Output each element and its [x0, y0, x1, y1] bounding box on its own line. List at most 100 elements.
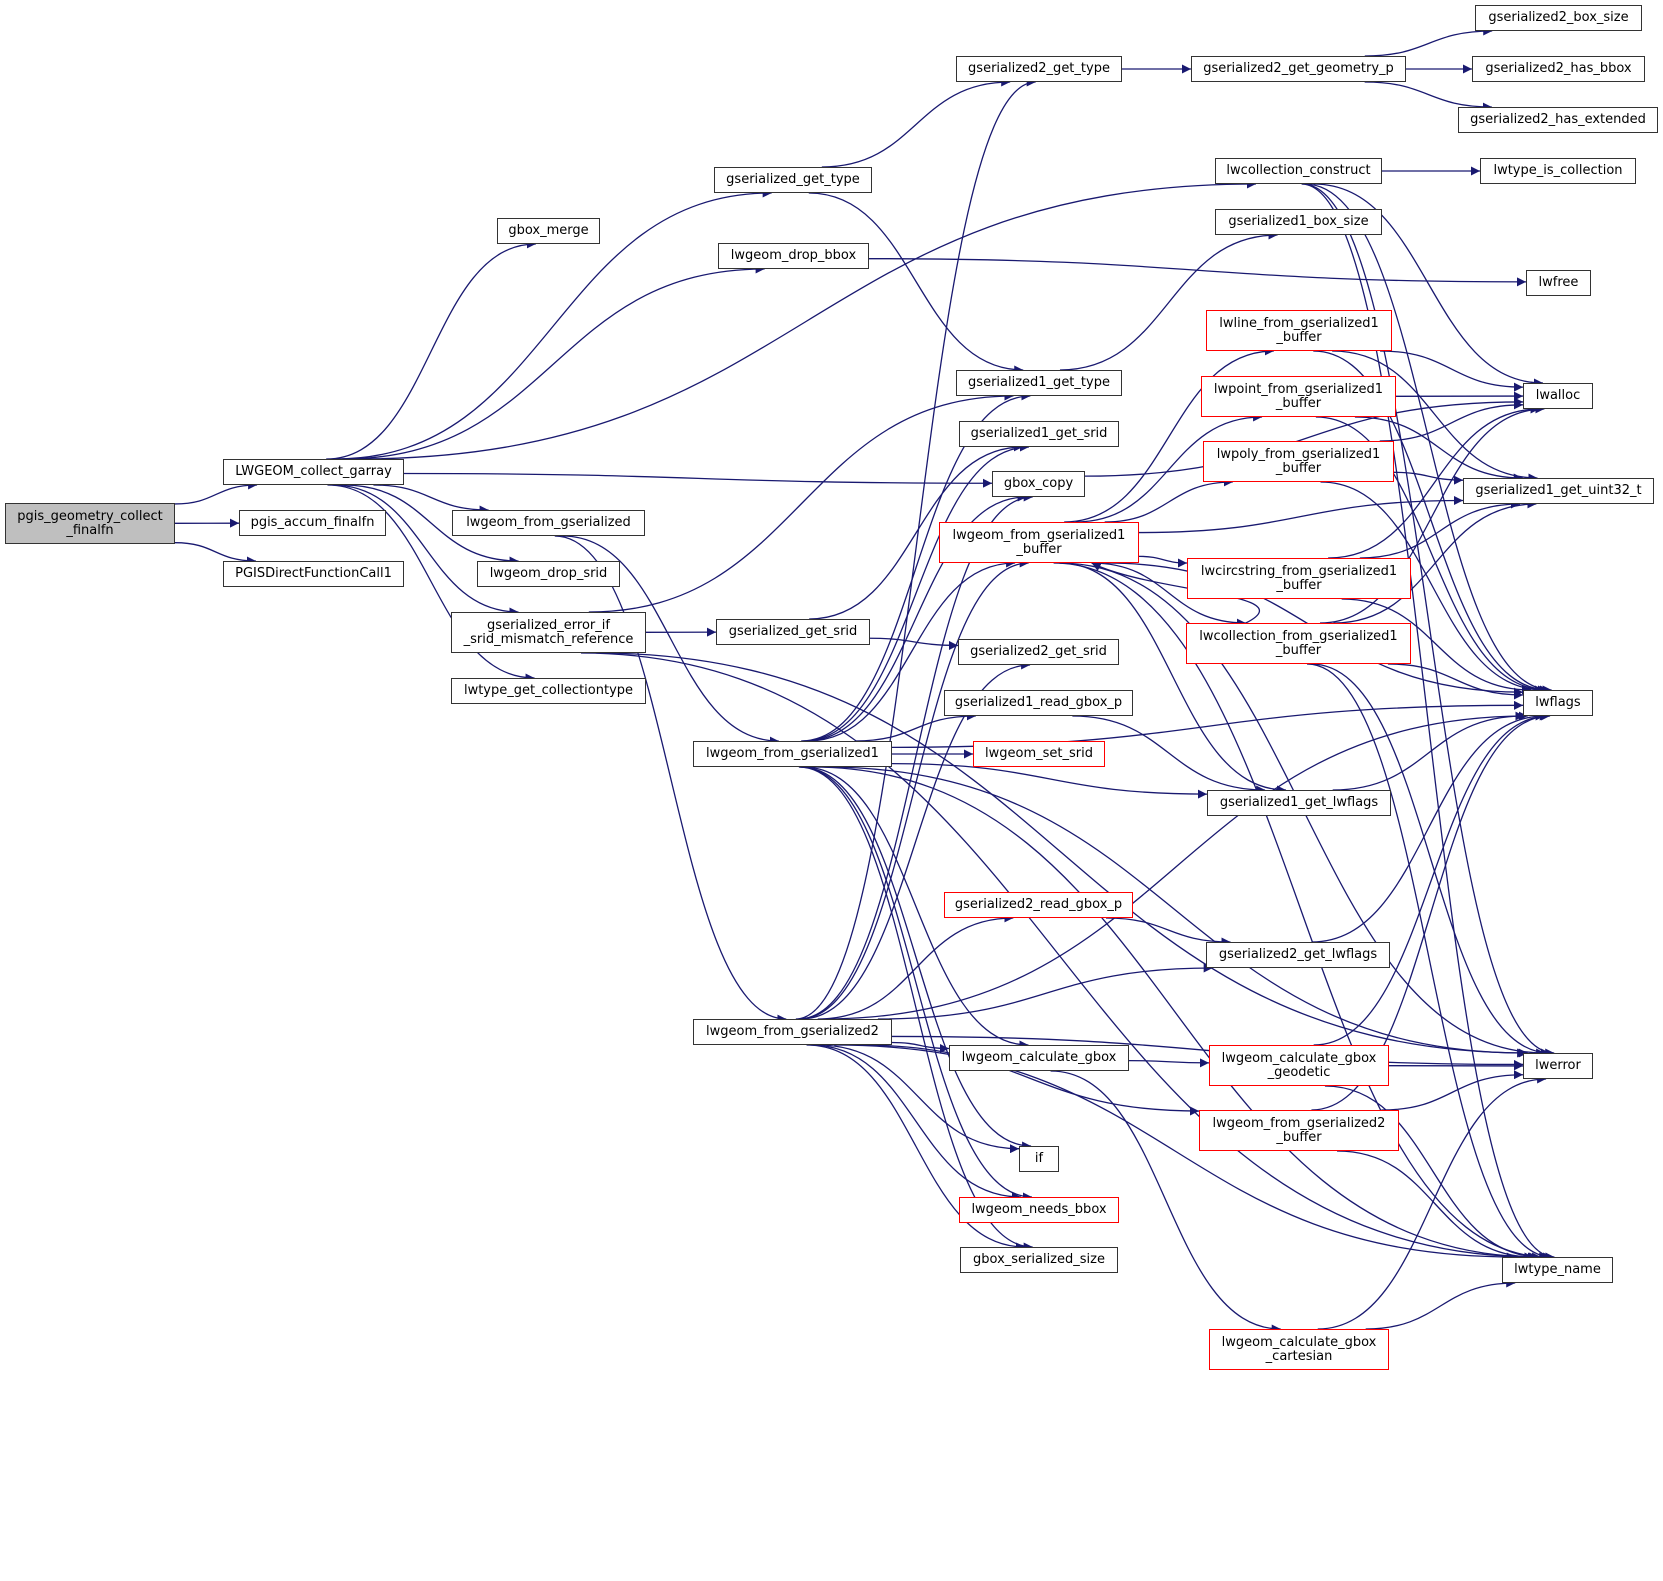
node-gserialized1-get-lwflags[interactable]: gserialized1_get_lwflags: [1207, 790, 1391, 816]
node-lwcollection-construct[interactable]: lwcollection_construct: [1215, 158, 1382, 184]
node-gserialized2-read-gbox-p[interactable]: gserialized2_read_gbox_p: [944, 892, 1133, 918]
node-label: gbox_merge: [508, 223, 589, 238]
node-lwgeom-from-gserialized2-buffer[interactable]: lwgeom_from_gserialized2_buffer: [1199, 1110, 1399, 1151]
edge-lwgeom-calculate-gbox-to-lwgeom-calculate-gbox-cartesian: [1050, 1070, 1281, 1334]
node-label: gserialized1_get_uint32_t: [1475, 483, 1642, 498]
node-pgisdirectfunctioncall1[interactable]: PGISDirectFunctionCall1: [223, 561, 404, 587]
node-label: gserialized1_get_type: [968, 375, 1110, 390]
node-gbox-merge[interactable]: gbox_merge: [497, 218, 600, 244]
node-label: lwerror: [1535, 1058, 1581, 1073]
node-label: lwgeom_from_gserialized1: [706, 746, 879, 761]
node-lwgeom-calculate-gbox-cartesian[interactable]: lwgeom_calculate_gbox_cartesian: [1209, 1329, 1389, 1370]
node-label: lwgeom_drop_bbox: [730, 248, 857, 263]
node-lwgeom-calculate-gbox-geodetic[interactable]: lwgeom_calculate_gbox_geodetic: [1209, 1045, 1389, 1086]
edge-lwgeom-collect-garray-to-lwgeom-drop-bbox: [342, 264, 765, 460]
edge-lwgeom-from-gserialized2-to-gserialized2-get-srid: [800, 660, 1031, 1020]
node-lwflags[interactable]: lwflags: [1523, 690, 1593, 716]
node-gserialized2-get-geometry-p[interactable]: gserialized2_get_geometry_p: [1191, 56, 1406, 82]
edge-lwgeom-from-gserialized2-to-gbox-serialized-size: [806, 1044, 1025, 1252]
node-lwgeom-drop-srid[interactable]: lwgeom_drop_srid: [477, 561, 620, 587]
node-label: lwline_from_gserialized1: [1219, 315, 1379, 331]
node-lwerror[interactable]: lwerror: [1523, 1053, 1593, 1079]
edge-lwcollection-from-gserialized1-buffer-to-lwerror: [1311, 663, 1551, 1058]
edge-gbox-copy-to-lwalloc: [1084, 397, 1524, 477]
node-label: lwfree: [1538, 275, 1579, 290]
node-gbox-serialized-size[interactable]: gbox_serialized_size: [960, 1247, 1118, 1273]
edge-pgis-geometry-collect-finalfn-to-lwgeom-collect-garray: [174, 480, 258, 505]
edge-lwgeom-from-gserialized1-to-gserialized1-read-gbox-p: [855, 711, 976, 742]
edge-lwgeom-from-gserialized1-buffer-to-gserialized1-get-uint32-t: [1138, 495, 1464, 534]
node-gserialized1-get-type[interactable]: gserialized1_get_type: [956, 370, 1122, 396]
node-label: lwalloc: [1535, 388, 1581, 403]
node-gserialized-error-if-srid-mismatch-reference[interactable]: gserialized_error_if_srid_mismatch_refer…: [451, 612, 646, 653]
node-lwgeom-from-gserialized[interactable]: lwgeom_from_gserialized: [452, 510, 645, 536]
node-gserialized-get-srid[interactable]: gserialized_get_srid: [716, 619, 870, 645]
edge-lwgeom-from-gserialized2-to-lwerror: [891, 1035, 1524, 1069]
node-lwgeom-from-gserialized1-buffer[interactable]: lwgeom_from_gserialized1_buffer: [939, 522, 1139, 563]
node-label: if: [1034, 1151, 1044, 1166]
node-gserialized1-read-gbox-p[interactable]: gserialized1_read_gbox_p: [944, 690, 1133, 716]
node-lwtype-is-collection[interactable]: lwtype_is_collection: [1480, 158, 1636, 184]
node-lwgeom-collect-garray[interactable]: LWGEOM_collect_garray: [223, 459, 404, 485]
node-pgis-geometry-collect-finalfn[interactable]: pgis_geometry_collect_finalfn: [5, 503, 175, 544]
node-lwgeom-drop-bbox[interactable]: lwgeom_drop_bbox: [718, 243, 869, 269]
node-label: LWGEOM_collect_garray: [235, 464, 392, 479]
node-lwcircstring-from-gserialized1-buffer[interactable]: lwcircstring_from_gserialized1_buffer: [1187, 558, 1411, 599]
edge-gserialized1-get-type-to-gserialized1-box-size: [1059, 230, 1278, 371]
edge-lwgeom-from-gserialized-to-lwgeom-from-gserialized2: [554, 535, 787, 1024]
edge-lwcollection-from-gserialized1-buffer-to-gserialized1-get-uint32-t: [1333, 499, 1537, 624]
edge-lwgeom-from-gserialized1-buffer-to-lwcircstring-from-gserialized1-buffer: [1138, 555, 1188, 568]
node-gserialized-get-type[interactable]: gserialized_get_type: [714, 167, 872, 193]
edge-pgis-geometry-collect-finalfn-to-pgisdirectfunctioncall1: [174, 542, 256, 566]
node-lwtype-name[interactable]: lwtype_name: [1502, 1257, 1613, 1283]
node-pgis-accum-finalfn[interactable]: pgis_accum_finalfn: [239, 510, 386, 536]
node-label: lwcircstring_from_gserialized1: [1200, 563, 1398, 579]
node-gbox-copy[interactable]: gbox_copy: [992, 471, 1085, 497]
node-if[interactable]: if: [1019, 1146, 1059, 1172]
node-lwline-from-gserialized1-buffer[interactable]: lwline_from_gserialized1_buffer: [1206, 310, 1392, 351]
node-gserialized2-has-extended[interactable]: gserialized2_has_extended: [1458, 107, 1658, 133]
node-lwgeom-set-srid[interactable]: lwgeom_set_srid: [973, 741, 1105, 767]
node-gserialized2-get-lwflags[interactable]: gserialized2_get_lwflags: [1206, 942, 1390, 968]
node-lwgeom-needs-bbox[interactable]: lwgeom_needs_bbox: [959, 1197, 1119, 1223]
node-lwpoly-from-gserialized1-buffer[interactable]: lwpoly_from_gserialized1_buffer: [1203, 441, 1394, 482]
node-label: pgis_accum_finalfn: [250, 515, 375, 530]
edge-lwgeom-collect-garray-to-lwcollection-construct: [356, 179, 1256, 460]
edge-lwgeom-from-gserialized2-to-if: [817, 1044, 1020, 1154]
node-lwalloc[interactable]: lwalloc: [1523, 383, 1593, 409]
edge-lwgeom-from-gserialized2-to-lwflags: [822, 711, 1528, 1020]
node-gserialized1-get-uint32-t[interactable]: gserialized1_get_uint32_t: [1463, 478, 1654, 504]
node-label: lwflags: [1535, 695, 1581, 710]
edge-lwgeom-from-gserialized1-buffer-to-lwtype-name: [1053, 562, 1549, 1262]
node-label: _cartesian: [1265, 1348, 1333, 1364]
edge-gserialized-get-type-to-gserialized2-get-type: [821, 77, 1011, 168]
node-label: _buffer: [1276, 577, 1322, 593]
node-lwpoint-from-gserialized1-buffer[interactable]: lwpoint_from_gserialized1_buffer: [1201, 376, 1396, 417]
node-gserialized2-get-type[interactable]: gserialized2_get_type: [956, 56, 1122, 82]
edge-lwgeom-from-gserialized2-to-lwgeom-needs-bbox: [810, 1044, 1022, 1202]
node-lwtype-get-collectiontype[interactable]: lwtype_get_collectiontype: [451, 678, 646, 704]
node-label: _srid_mismatch_reference: [463, 631, 634, 647]
node-lwgeom-calculate-gbox[interactable]: lwgeom_calculate_gbox: [949, 1045, 1129, 1071]
node-lwgeom-from-gserialized2[interactable]: lwgeom_from_gserialized2: [693, 1019, 892, 1045]
node-gserialized2-has-bbox[interactable]: gserialized2_has_bbox: [1472, 56, 1645, 82]
node-label: gbox_serialized_size: [973, 1252, 1105, 1267]
edge-lwcollection-from-gserialized1-buffer-to-lwtype-name: [1306, 663, 1553, 1262]
edge-lwgeom-from-gserialized2-buffer-to-lwflags: [1311, 711, 1551, 1111]
node-gserialized2-box-size[interactable]: gserialized2_box_size: [1475, 5, 1642, 31]
node-label: lwpoly_from_gserialized1: [1216, 446, 1381, 462]
node-gserialized2-get-srid[interactable]: gserialized2_get_srid: [958, 639, 1119, 665]
edge-lwpoly-from-gserialized1-buffer-to-lwflags: [1320, 481, 1545, 695]
node-gserialized1-box-size[interactable]: gserialized1_box_size: [1215, 209, 1382, 235]
node-lwcollection-from-gserialized1-buffer[interactable]: lwcollection_from_gserialized1_buffer: [1186, 623, 1411, 664]
node-lwfree[interactable]: lwfree: [1526, 270, 1591, 296]
edge-gserialized2-get-geometry-p-to-gserialized2-has-extended: [1364, 81, 1492, 112]
edge-gserialized-error-if-srid-mismatch-reference-to-gserialized1-get-type: [588, 391, 1014, 613]
edge-lwgeom-from-gserialized1-to-gserialized1-get-srid: [802, 442, 1029, 742]
edge-lwgeom-from-gserialized1-to-lwerror: [824, 766, 1527, 1058]
node-lwgeom-from-gserialized1[interactable]: lwgeom_from_gserialized1: [693, 741, 892, 767]
node-label: gserialized2_get_type: [968, 61, 1110, 76]
node-gserialized1-get-srid[interactable]: gserialized1_get_srid: [959, 421, 1119, 447]
edge-lwgeom-from-gserialized2-buffer-to-lwerror: [1381, 1070, 1524, 1111]
